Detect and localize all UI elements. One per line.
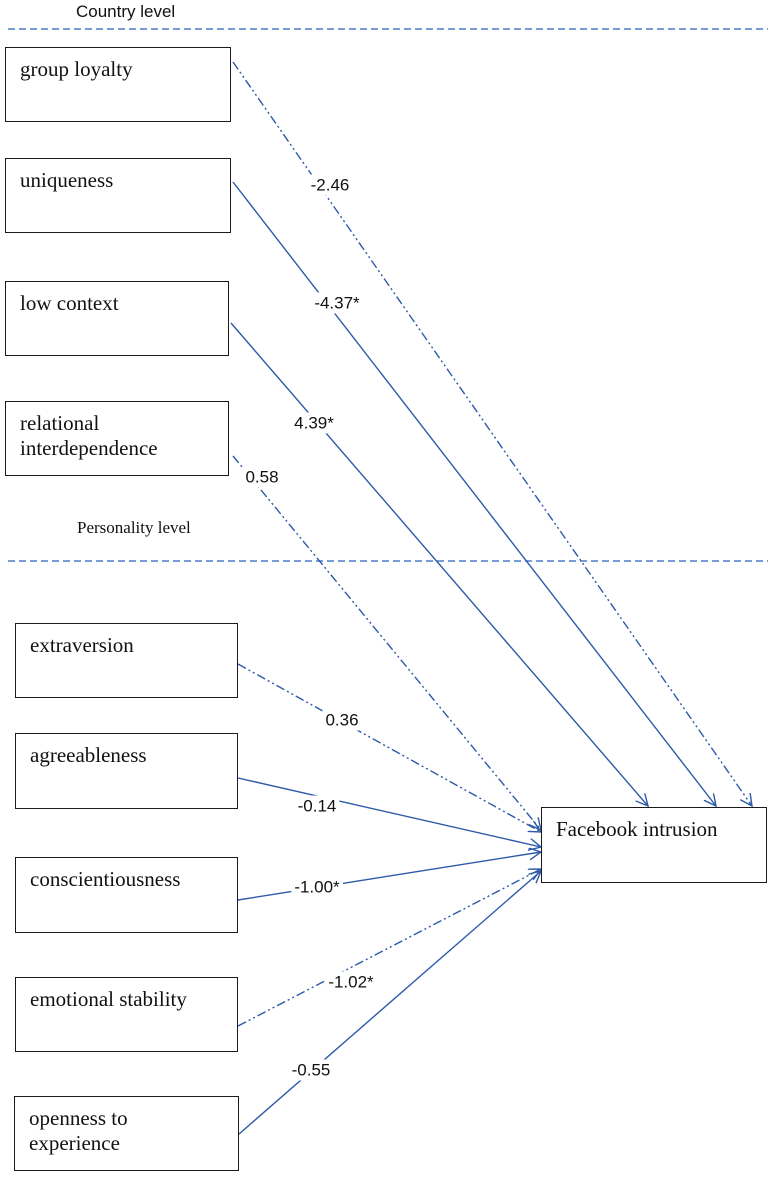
label-relational-interdependence: relational interdependence <box>20 411 158 460</box>
path-arrow-low-context <box>230 322 648 806</box>
path-arrow-group-loyalty <box>232 61 752 806</box>
personality-level-label: Personality level <box>77 518 191 537</box>
path-arrow-emotional-stability <box>237 869 541 1027</box>
coef-backing-extraversion <box>322 709 362 731</box>
box-extraversion: extraversion <box>15 623 238 698</box>
box-emotional-stability: emotional stability <box>15 977 238 1052</box>
coef-label-low-context: 4.39* <box>294 413 334 432</box>
box-group-loyalty: group loyalty <box>5 47 231 122</box>
label-agreeableness: agreeableness <box>30 743 147 767</box>
path-arrow-conscientiousness <box>237 852 541 901</box>
box-facebook-intrusion: Facebook intrusion <box>541 807 767 883</box>
label-low-context: low context <box>20 291 119 315</box>
path-arrow-extraversion <box>237 663 541 832</box>
box-relational-interdependence: relational interdependence <box>5 401 229 476</box>
box-uniqueness: uniqueness <box>5 158 231 233</box>
country-level-label: Country level <box>76 2 176 21</box>
coef-backing-openness-to-experience <box>288 1059 334 1081</box>
path-arrow-agreeableness <box>237 777 541 847</box>
coef-label-conscientiousness: -1.00* <box>294 877 340 896</box>
coef-label-emotional-stability: -1.02* <box>328 972 374 991</box>
coef-backing-uniqueness <box>311 292 364 314</box>
coef-backing-relational-interdependence <box>242 466 282 488</box>
coef-label-agreeableness: -0.14 <box>298 796 337 815</box>
box-low-context: low context <box>5 281 229 356</box>
label-openness-to-experience: openness to experience <box>29 1106 128 1155</box>
coef-backing-emotional-stability <box>325 971 378 993</box>
coef-label-group-loyalty: -2.46 <box>311 175 350 194</box>
label-extraversion: extraversion <box>30 633 134 657</box>
label-group-loyalty: group loyalty <box>20 57 133 81</box>
label-emotional-stability: emotional stability <box>30 987 187 1011</box>
coef-label-openness-to-experience: -0.55 <box>292 1060 331 1079</box>
coef-backing-low-context <box>291 412 338 434</box>
coef-label-uniqueness: -4.37* <box>314 293 360 312</box>
coef-backing-conscientiousness <box>291 876 344 898</box>
box-openness-to-experience: openness to experience <box>14 1096 239 1171</box>
box-agreeableness: agreeableness <box>15 733 238 809</box>
path-arrow-uniqueness <box>232 181 716 806</box>
label-uniqueness: uniqueness <box>20 168 114 192</box>
label-facebook-intrusion: Facebook intrusion <box>556 817 718 841</box>
coef-backing-agreeableness <box>294 795 340 817</box>
path-arrow-relational-interdependence <box>232 455 541 830</box>
label-conscientiousness: conscientiousness <box>30 867 181 891</box>
path-arrow-openness-to-experience <box>238 871 541 1135</box>
coef-label-relational-interdependence: 0.58 <box>245 467 278 486</box>
coef-label-extraversion: 0.36 <box>325 710 358 729</box>
box-conscientiousness: conscientiousness <box>15 857 238 933</box>
coef-backing-group-loyalty <box>307 174 353 196</box>
